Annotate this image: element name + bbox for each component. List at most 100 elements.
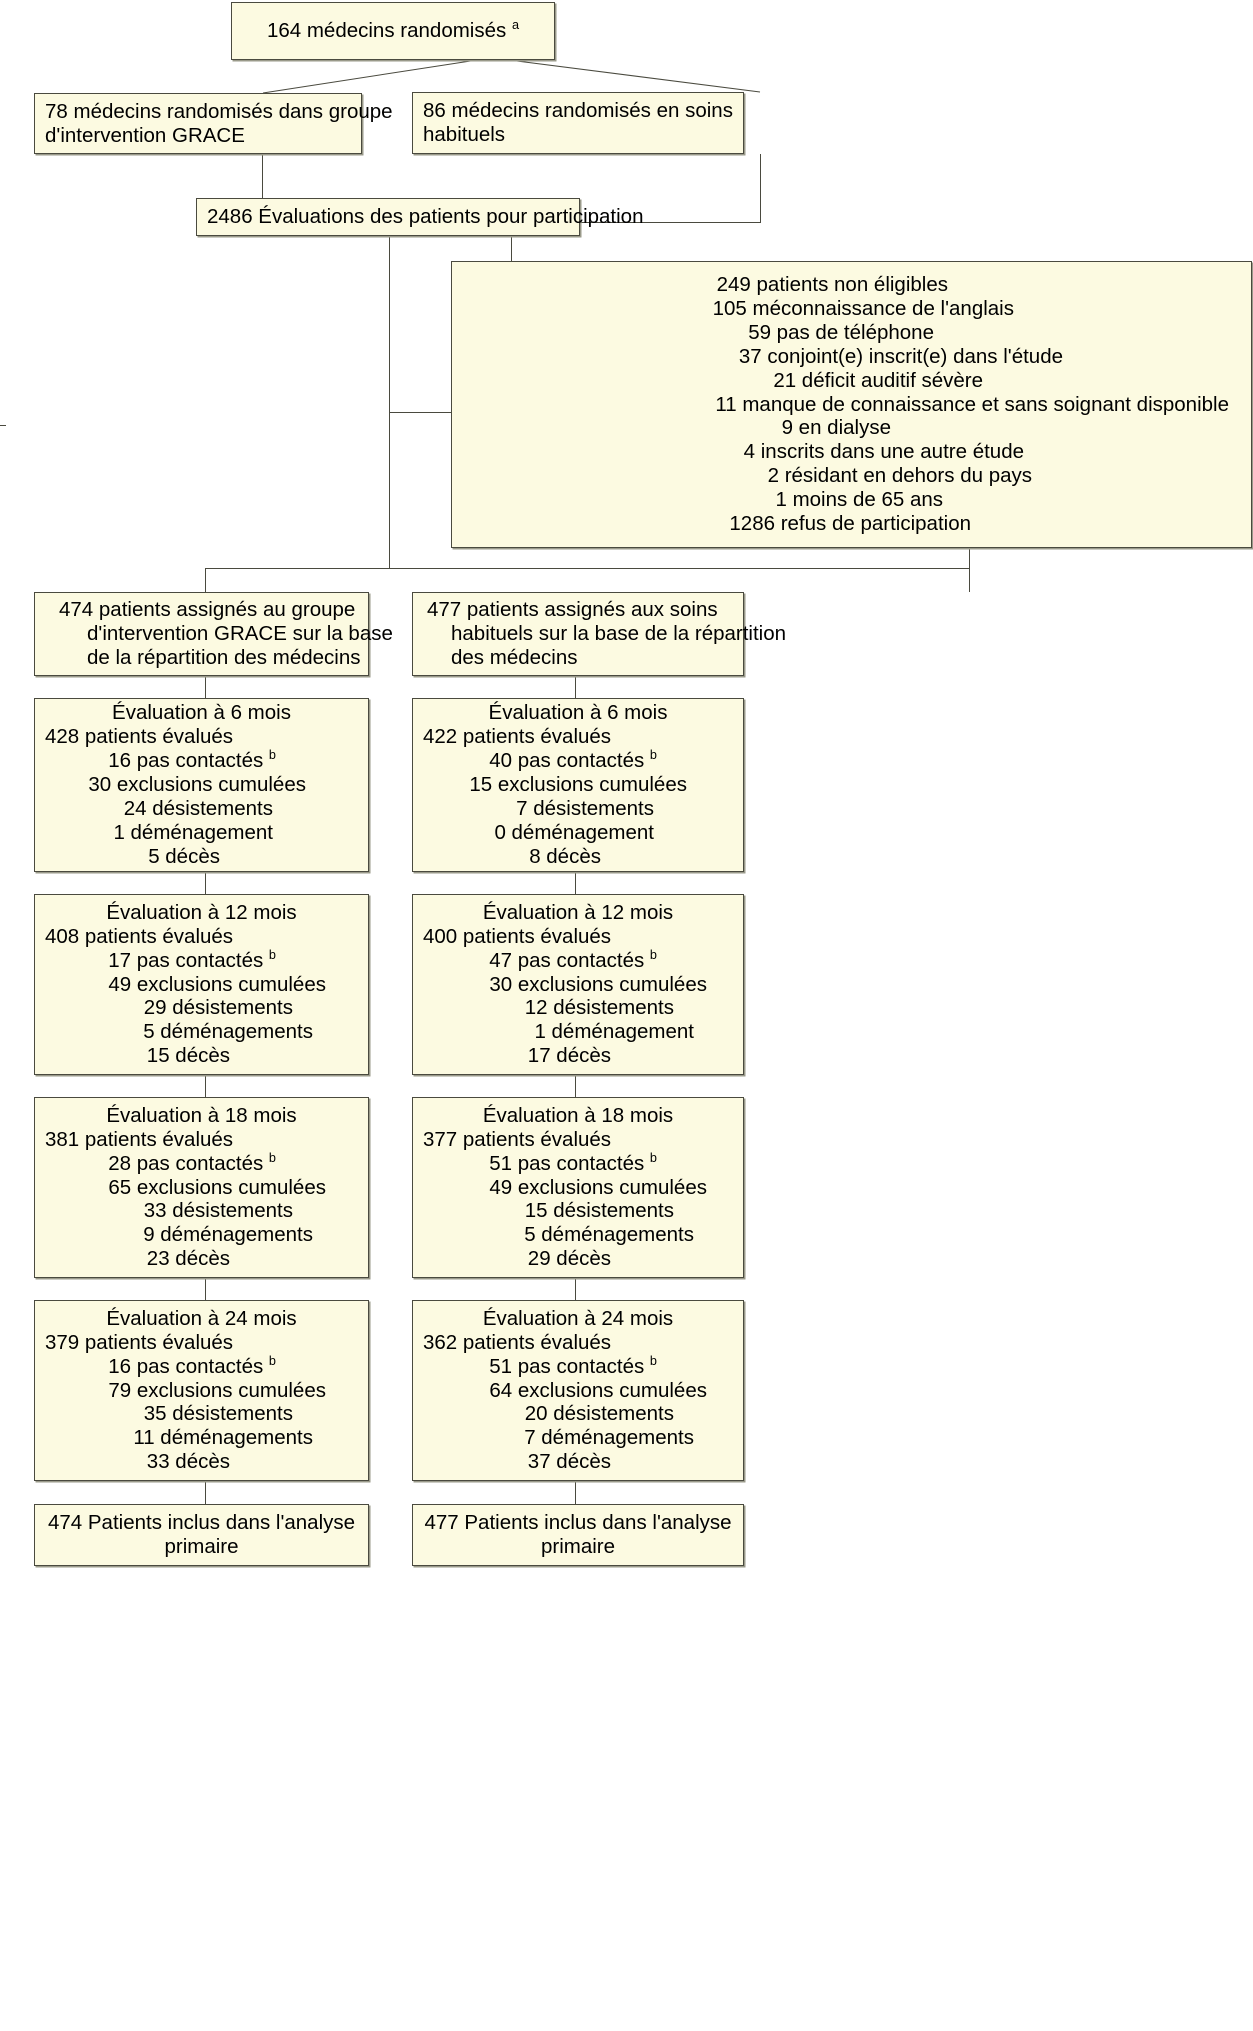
footnote-marker-b: b	[649, 946, 657, 962]
footnote-marker-b: b	[268, 1352, 276, 1368]
followup-moved: 7 déménagements	[524, 1426, 694, 1450]
assigned-grace-line-1: 474 patients assignés au groupe	[59, 598, 356, 622]
node-followup-usual-6m: Évaluation à 6 mois 422 patients évalués…	[412, 698, 744, 872]
followup-cumulative-exclusions: 49 exclusions cumulées	[489, 1175, 707, 1199]
connector-grace-phys-down	[262, 154, 263, 222]
followup-moved: 11 déménagements	[133, 1426, 313, 1450]
followup-moved: 5 déménagements	[524, 1223, 694, 1247]
connector-left-6m-to-12m	[205, 872, 206, 894]
followup-withdrawals: 15 désistements	[524, 1199, 674, 1223]
node-analysis-grace: 474 Patients inclus dans l'analyse prima…	[34, 1504, 369, 1566]
followup-cumulative-exclusions: 30 exclusions cumulées	[88, 773, 306, 797]
followup-moved: 9 déménagements	[143, 1223, 313, 1247]
followup-not-contacted: 17 pas contactés	[108, 948, 269, 972]
connector-to-exclusions	[389, 412, 451, 413]
node-exclusions: 249 patients non éligibles 105 méconnais…	[451, 261, 1252, 548]
connector-left-18m-to-24m	[205, 1278, 206, 1300]
assigned-usual-line-2: habituels sur la base de la répartition	[451, 622, 787, 645]
assigned-usual-line-3: des médecins	[451, 645, 578, 669]
followup-deaths: 33 décès	[146, 1450, 230, 1474]
followup-heading: Évaluation à 18 mois	[482, 1103, 674, 1127]
exclusion-line-1: 105 méconnaissance de l'anglais	[712, 296, 1014, 320]
connector-left-24m-to-analysis	[205, 1481, 206, 1504]
followup-heading: Évaluation à 24 mois	[482, 1306, 674, 1330]
usual-care-physicians-line-1: 86 médecins randomisés en soins	[423, 99, 733, 123]
followup-moved: 5 déménagements	[143, 1020, 313, 1044]
followup-deaths: 29 décès	[527, 1247, 611, 1271]
connector-assign-right-down	[969, 548, 970, 592]
grace-physicians-line-2: d'intervention GRACE	[45, 123, 245, 147]
followup-deaths: 17 décès	[527, 1044, 611, 1068]
assigned-grace-line-2: d'intervention GRACE sur la base	[87, 622, 393, 645]
connector-left-12m-to-18m	[205, 1075, 206, 1097]
footnote-marker-b: b	[649, 747, 657, 763]
footnote-marker-b: b	[268, 1149, 276, 1165]
connector-right-24m-to-analysis	[575, 1481, 576, 1504]
exclusion-line-6: 9 en dialyse	[781, 416, 891, 440]
followup-evaluated: 400 patients évalués	[423, 924, 612, 948]
connector-usual-phys-down	[760, 154, 761, 222]
analysis-grace-line-2: primaire	[164, 1535, 239, 1558]
followup-withdrawals: 33 désistements	[143, 1199, 293, 1223]
exclusion-line-7: 4 inscrits dans une autre étude	[743, 440, 1024, 464]
assigned-usual-line-1: 477 patients assignés aux soins	[427, 598, 718, 622]
followup-deaths: 15 décès	[146, 1044, 230, 1068]
followup-cumulative-exclusions: 30 exclusions cumulées	[489, 972, 707, 996]
followup-withdrawals: 7 désistements	[516, 797, 654, 820]
node-assessed-for-eligibility: 2486 Évaluations des patients pour parti…	[196, 198, 644, 236]
followup-withdrawals: 20 désistements	[524, 1402, 674, 1426]
node-followup-grace-6m: Évaluation à 6 mois 428 patients évalués…	[34, 698, 369, 872]
followup-heading: Évaluation à 6 mois	[112, 701, 291, 725]
exclusion-line-10: 1286 refus de participation	[729, 512, 971, 536]
exclusion-line-2: 59 pas de téléphone	[748, 320, 934, 344]
followup-withdrawals: 35 désistements	[143, 1402, 293, 1426]
footnote-marker-b: b	[649, 1352, 657, 1368]
followup-cumulative-exclusions: 49 exclusions cumulées	[108, 972, 326, 996]
exclusion-line-0: 249 patients non éligibles	[716, 272, 948, 296]
followup-cumulative-exclusions: 79 exclusions cumulées	[108, 1378, 326, 1402]
connector-assign-left-down	[205, 568, 206, 592]
connector-right-12m-to-18m	[575, 1075, 576, 1097]
node-followup-grace-24m: Évaluation à 24 mois 379 patients évalué…	[34, 1300, 369, 1481]
followup-deaths: 8 décès	[529, 844, 601, 868]
followup-heading: Évaluation à 6 mois	[488, 701, 668, 725]
node-grace-physicians: 78 médecins randomisés dans groupe d'int…	[34, 93, 393, 154]
connector-assign-bar	[205, 568, 970, 569]
followup-deaths: 5 décès	[148, 844, 220, 868]
followup-moved: 0 déménagement	[494, 820, 654, 844]
followup-heading: Évaluation à 18 mois	[106, 1103, 297, 1127]
exclusion-line-4: 21 déficit auditif sévère	[773, 368, 983, 392]
grace-physicians-line-1: 78 médecins randomisés dans groupe	[45, 99, 393, 123]
followup-withdrawals: 24 désistements	[123, 797, 273, 820]
followup-withdrawals: 29 désistements	[143, 996, 293, 1020]
followup-moved: 1 déménagement	[534, 1020, 694, 1044]
followup-not-contacted: 16 pas contactés	[108, 749, 269, 773]
followup-evaluated: 377 patients évalués	[423, 1127, 612, 1151]
followup-not-contacted: 28 pas contactés	[108, 1151, 269, 1175]
connector-right-assign-to-6m	[575, 676, 576, 698]
followup-evaluated: 428 patients évalués	[45, 725, 234, 749]
followup-cumulative-exclusions: 64 exclusions cumulées	[489, 1378, 707, 1402]
exclusion-line-8: 2 résidant en dehors du pays	[767, 464, 1032, 488]
node-followup-usual-12m: Évaluation à 12 mois 400 patients évalué…	[412, 894, 744, 1075]
followup-not-contacted: 51 pas contactés	[489, 1151, 650, 1175]
followup-evaluated: 408 patients évalués	[45, 924, 234, 948]
randomized-total-text: 164 médecins randomisés	[266, 19, 512, 42]
analysis-usual-line-1: 477 Patients inclus dans l'analyse	[424, 1511, 732, 1535]
analysis-grace-line-1: 474 Patients inclus dans l'analyse	[47, 1511, 356, 1535]
followup-evaluated: 381 patients évalués	[45, 1127, 234, 1151]
followup-not-contacted: 16 pas contactés	[108, 1354, 269, 1378]
footnote-marker-b: b	[268, 946, 276, 962]
usual-care-physicians-line-2: habituels	[423, 123, 506, 146]
connector-right-6m-to-12m	[575, 872, 576, 894]
connector-randomized-to-groups	[262, 59, 761, 94]
connector-left-assign-to-6m	[205, 676, 206, 698]
followup-cumulative-exclusions: 65 exclusions cumulées	[108, 1175, 326, 1199]
followup-not-contacted: 40 pas contactés	[489, 749, 650, 773]
exclusion-line-9: 1 moins de 65 ans	[775, 488, 943, 512]
exclusion-line-3: 37 conjoint(e) inscrit(e) dans l'étude	[738, 344, 1063, 368]
followup-heading: Évaluation à 12 mois	[482, 900, 674, 924]
node-analysis-usual: 477 Patients inclus dans l'analyse prima…	[412, 1504, 744, 1566]
followup-evaluated: 422 patients évalués	[423, 725, 612, 749]
